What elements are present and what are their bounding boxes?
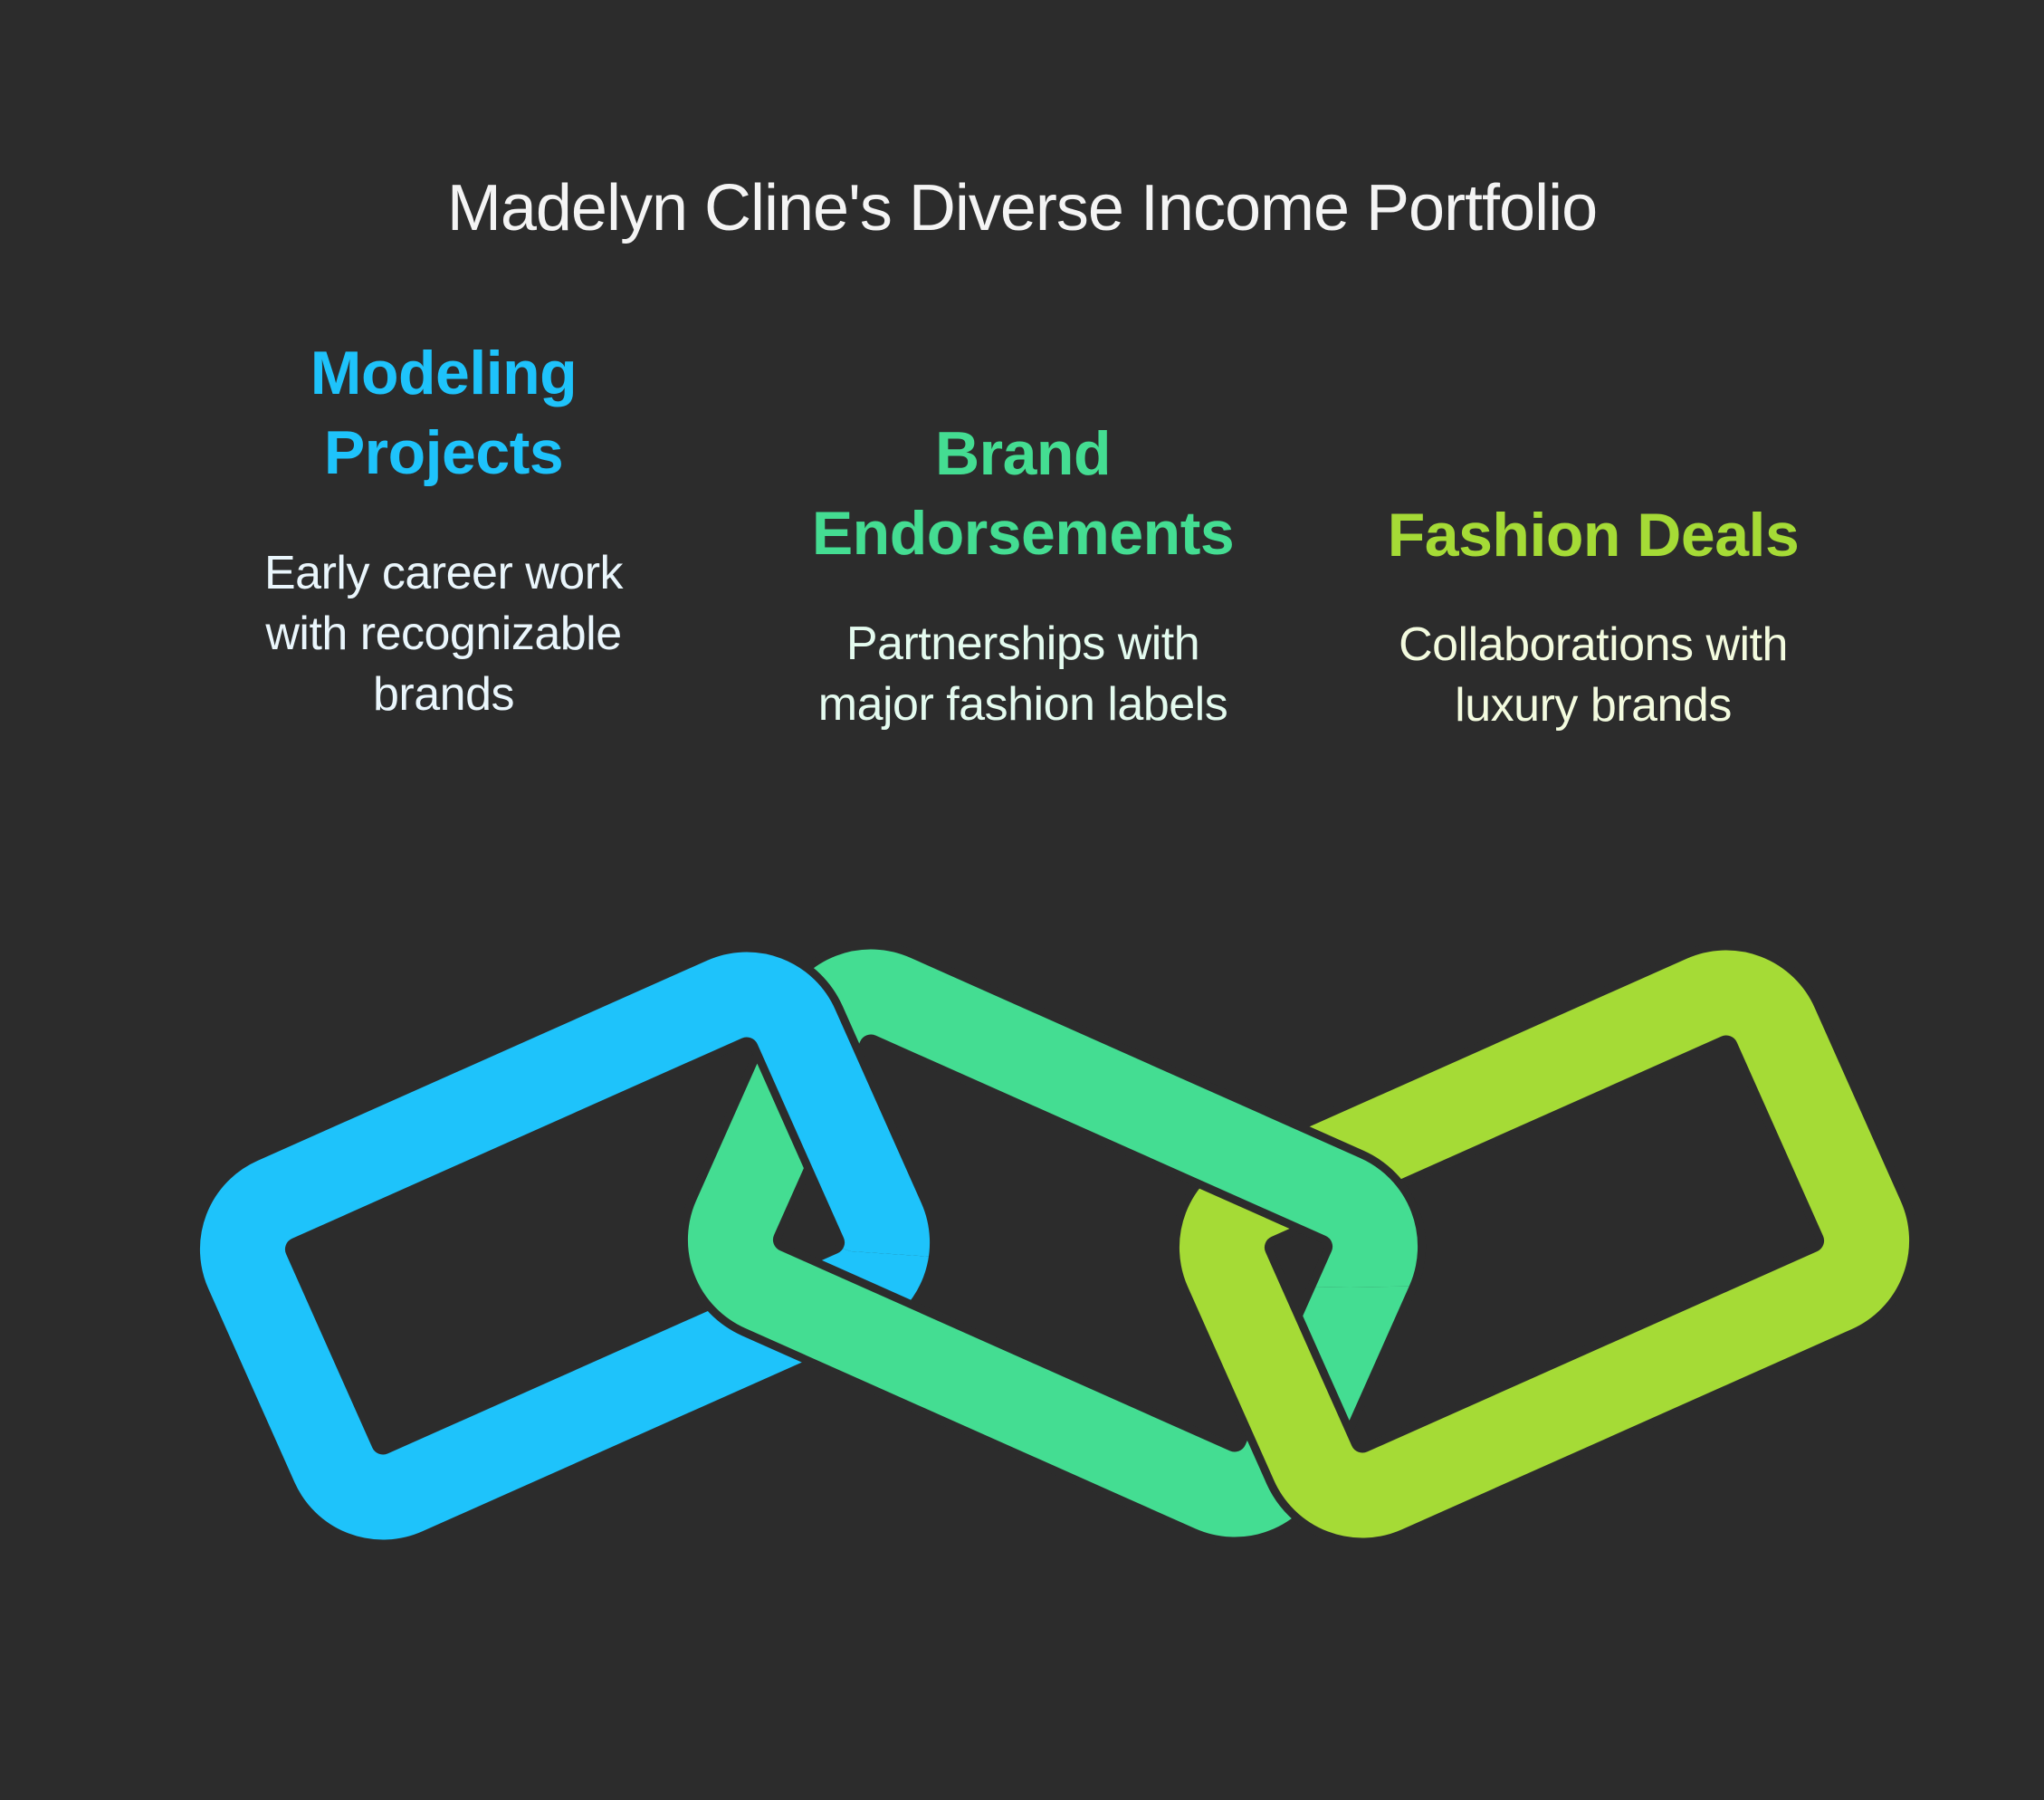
column-heading: Brand Endorsements	[760, 414, 1285, 573]
diagram-title: Madelyn Cline's Diverse Income Portfolio	[446, 172, 1598, 244]
column-description: Collaborations with luxury brands	[1340, 615, 1847, 736]
column-description: Partnerships with major fashion labels	[760, 614, 1285, 735]
column-description: Early career work with recognizable bran…	[208, 543, 679, 725]
description-line: luxury brands	[1455, 679, 1732, 732]
description-line: with recognizable	[265, 608, 622, 660]
heading-line: Projects	[323, 418, 564, 487]
column-heading: Fashion Deals	[1340, 495, 1847, 575]
description-line: Partnerships with	[845, 618, 1200, 670]
fashion-deals-link	[1205, 975, 1885, 1512]
description-line: Collaborations with	[1399, 618, 1788, 671]
description-line: brands	[373, 668, 515, 721]
description-line: major fashion labels	[817, 678, 1228, 731]
description-line: Early career work	[263, 547, 624, 599]
heading-line: Modeling	[310, 339, 578, 407]
heading-line: Endorsements	[811, 499, 1235, 568]
heading-line: Brand	[935, 419, 1111, 488]
heading-line: Fashion Deals	[1387, 501, 1800, 570]
column-heading: Modeling Projects	[208, 333, 679, 493]
